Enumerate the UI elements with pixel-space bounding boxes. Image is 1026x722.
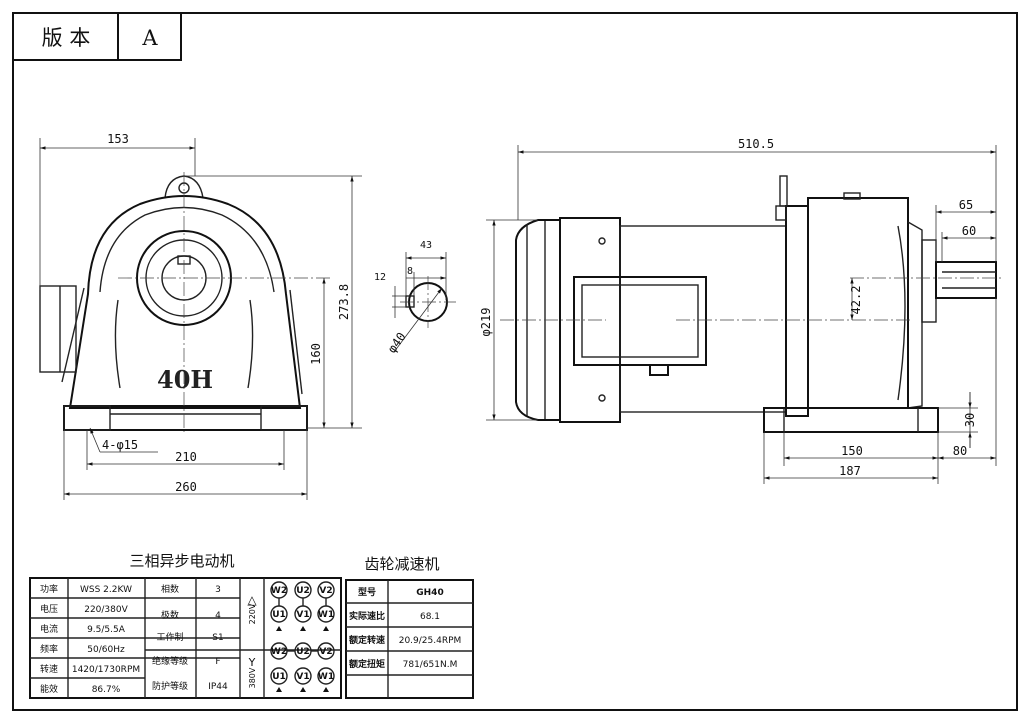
motor-row-5-value: 1420/1730RPM — [72, 665, 140, 675]
gear-table: 型号 GH40 实际速比 68.1 额定转速 20.9/25.4RPM 额定扭矩… — [345, 579, 474, 699]
dim-motor-diameter: φ219 — [479, 308, 493, 337]
motor-spec-4-key: 绝缘等级 — [152, 655, 188, 667]
dim-base-thick: 30 — [963, 413, 977, 427]
motor-spec-1-value: 3 — [215, 585, 221, 595]
motor-spec-4-value: F — [215, 657, 220, 667]
motor-row-3-value: 9.5/5.5A — [87, 625, 126, 635]
star-term-w2: W2 — [271, 647, 287, 657]
side-dimensions: 510.5 φ219 65 60 42.2 30 150 80 187 — [479, 137, 997, 484]
delta-term-w2: W2 — [271, 586, 287, 596]
gear-row-1-key: 型号 — [358, 586, 376, 598]
dim-hole-spec: 4-φ15 — [102, 438, 138, 452]
gear-row-2-value: 68.1 — [420, 612, 440, 622]
motor-spec-2-value: 4 — [215, 611, 221, 621]
motor-row-6-key: 能效 — [40, 683, 58, 695]
star-term-v1: V1 — [296, 672, 309, 682]
motor-row-6-value: 86.7% — [92, 685, 121, 695]
dim-base-length: 187 — [839, 464, 861, 478]
motor-spec-5-key: 防护等级 — [152, 680, 188, 692]
dim-foot-edge: 80 — [953, 444, 967, 458]
motor-row-2-key: 电压 — [40, 603, 58, 615]
star-term-w1: W1 — [318, 672, 334, 682]
dim-height-total: 273.8 — [337, 284, 351, 320]
front-view: 40H — [39, 172, 330, 432]
dim-shaft-len-2: 60 — [962, 224, 976, 238]
motor-row-1-value: WSS 2.2KW — [80, 585, 132, 595]
dim-shaft-height: 160 — [309, 343, 323, 365]
star-terminals: W2 U2 V2 U1 V1 W1 — [270, 642, 335, 692]
dim-shaft-len-1: 65 — [959, 198, 973, 212]
motor-spec-1-key: 相数 — [161, 583, 179, 595]
motor-row-5-key: 转速 — [40, 663, 58, 675]
star-voltage: 380V — [248, 667, 257, 688]
motor-spec-2-key: 极数 — [161, 609, 179, 621]
arrow-up-icon — [276, 626, 329, 631]
motor-spec-5-value: IP44 — [208, 682, 228, 692]
dim-hole-spacing: 210 — [175, 450, 197, 464]
dim-key-depth: 8 — [407, 266, 413, 277]
delta-term-u1: U1 — [272, 610, 286, 620]
motor-spec-3-key: 工作制 — [156, 631, 183, 643]
motor-row-4-key: 频率 — [40, 643, 58, 655]
sheet-border — [12, 12, 1018, 711]
motor-row-2-value: 220/380V — [84, 605, 128, 615]
delta-term-v1: V1 — [296, 610, 309, 620]
delta-term-w1: W1 — [318, 610, 334, 620]
dim-shaft-diameter: φ40 — [385, 330, 409, 356]
gear-row-4-value: 781/651N.M — [403, 660, 458, 670]
star-term-u2: U2 — [296, 647, 310, 657]
motor-row-1-key: 功率 — [40, 583, 58, 595]
motor-table-caption: 三相异步电动机 — [129, 552, 234, 570]
motor-spec-3-value: S1 — [212, 633, 223, 643]
dim-key-width: 12 — [374, 272, 386, 283]
star-symbol: Y — [248, 656, 256, 669]
star-term-v2: V2 — [319, 647, 332, 657]
arrow-up-icon — [276, 687, 329, 692]
gear-row-3-key: 额定转速 — [349, 634, 385, 646]
motor-row-4-value: 50/60Hz — [87, 645, 125, 655]
title-block: 版 本 A — [12, 12, 182, 61]
delta-term-u2: U2 — [296, 586, 310, 596]
dim-overall-length: 510.5 — [738, 137, 774, 151]
star-term-u1: U1 — [272, 672, 286, 682]
delta-term-v2: V2 — [319, 586, 332, 596]
gear-row-2-key: 实际速比 — [349, 610, 385, 622]
brand-text: 40H — [157, 365, 213, 394]
motor-row-3-key: 电流 — [40, 623, 58, 635]
motor-table: 功率 WSS 2.2KW 电压 220/380V 电流 9.5/5.5A 频率 … — [29, 577, 342, 699]
front-dimensions: 153 273.8 160 210 260 4-φ15 — [39, 132, 362, 500]
shaft-section: 43 8 12 φ40 — [374, 240, 456, 356]
delta-voltage: 220V — [248, 603, 257, 624]
dim-base-width: 260 — [175, 480, 197, 494]
gear-row-1-value: GH40 — [416, 588, 443, 598]
gear-table-caption: 齿轮减速机 — [364, 555, 439, 573]
dim-foot-spacing: 150 — [841, 444, 863, 458]
side-view — [500, 175, 1004, 433]
version-label: 版 本 — [42, 26, 91, 50]
gear-row-4-key: 额定扭矩 — [349, 658, 385, 670]
dim-center-offset: 42.2 — [849, 286, 863, 315]
dim-keyway-h: 43 — [420, 240, 432, 251]
version-value: A — [141, 26, 158, 50]
dim-width-top: 153 — [107, 132, 129, 146]
delta-symbol: △ — [247, 593, 257, 607]
gear-row-3-value: 20.9/25.4RPM — [399, 636, 462, 646]
delta-terminals: W2 U2 V2 U1 V1 W1 — [270, 581, 335, 631]
